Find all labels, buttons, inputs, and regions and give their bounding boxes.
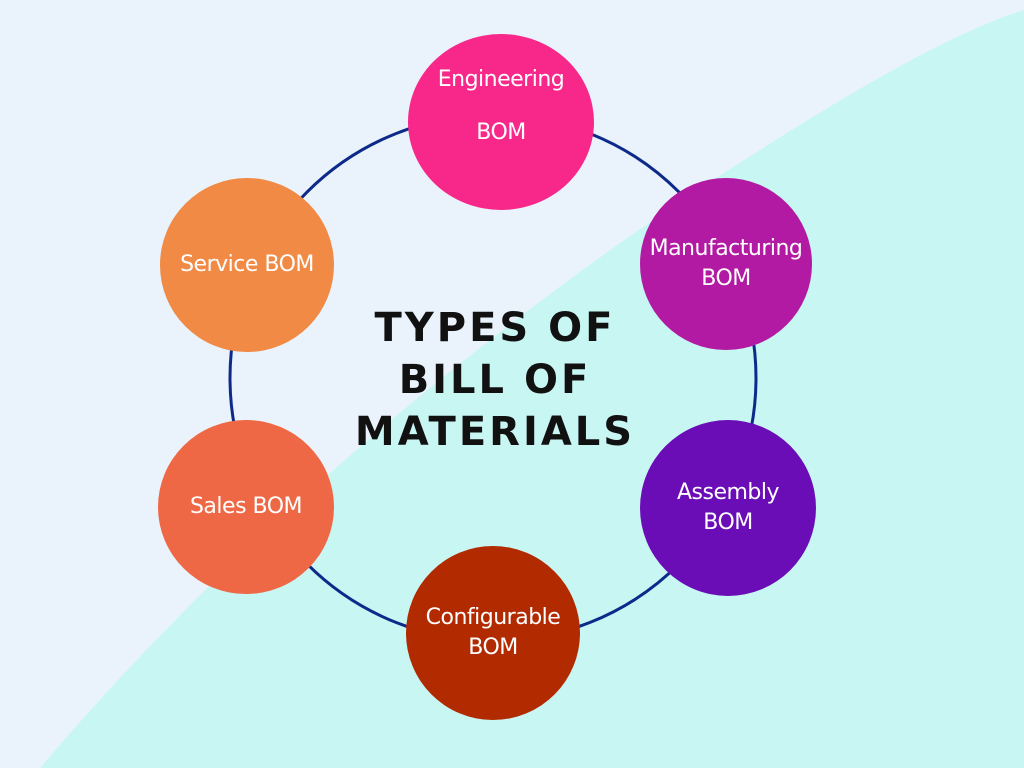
- node-label: Sales BOM: [189, 494, 303, 520]
- node-sales-bom: Sales BOM: [158, 420, 334, 594]
- node-label: Assembly: [676, 480, 780, 506]
- node-label: Manufacturing: [649, 236, 803, 262]
- diagram-title: TYPES OF BILL OF MATERIALS: [320, 302, 670, 458]
- node-label: BOM: [701, 266, 751, 291]
- node-label: BOM: [476, 120, 526, 145]
- node-service-bom: Service BOM: [160, 178, 334, 352]
- node-configurable-bom: Configurable BOM: [406, 546, 580, 720]
- title-line: BILL OF: [398, 357, 592, 403]
- node-label: Configurable: [425, 605, 561, 631]
- title-line: TYPES OF: [374, 305, 616, 351]
- node-label: Engineering: [437, 66, 565, 92]
- node-assembly-bom: Assembly BOM: [640, 420, 816, 596]
- node-label: Service BOM: [180, 252, 314, 278]
- node-engineering-bom: Engineering BOM: [408, 34, 594, 210]
- node-label: BOM: [468, 635, 518, 660]
- node-label: BOM: [703, 510, 753, 535]
- node-manufacturing-bom: Manufacturing BOM: [640, 178, 812, 350]
- title-line: MATERIALS: [354, 409, 636, 455]
